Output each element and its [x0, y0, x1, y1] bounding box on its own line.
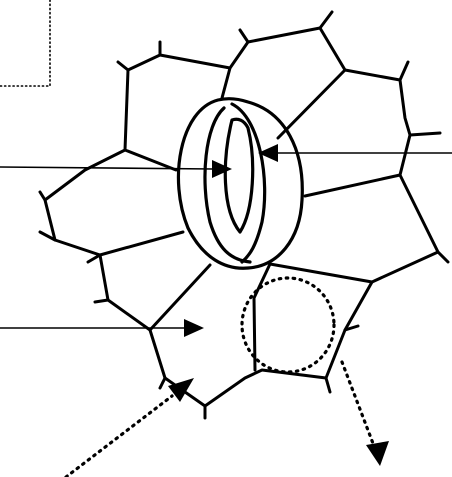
guard-cell-outer [178, 99, 302, 269]
guard-cells [178, 99, 302, 269]
wall-f [254, 264, 270, 370]
outer-cell-wall [45, 28, 438, 406]
wall-d [305, 175, 400, 196]
wall-b [222, 68, 230, 98]
wall-c [278, 70, 345, 138]
arrowhead-right [184, 319, 204, 337]
label-box-corner [0, 0, 50, 86]
guard-cell-left-inner [205, 108, 250, 262]
arrowhead-down [366, 441, 389, 466]
pointer-upper-left [0, 160, 232, 178]
dotted-pointer-down [342, 362, 389, 466]
pointer-lower-left [0, 319, 204, 337]
wall-h [100, 232, 183, 255]
dotted-pointer-up [66, 378, 194, 477]
wall-g [150, 265, 210, 330]
epidermal-cells [45, 28, 438, 406]
arrowhead-right [212, 160, 232, 178]
wall-a [125, 150, 176, 170]
wall-projections [40, 12, 448, 418]
pointer-upper-right [258, 144, 452, 162]
stomatal-pore [225, 119, 252, 232]
